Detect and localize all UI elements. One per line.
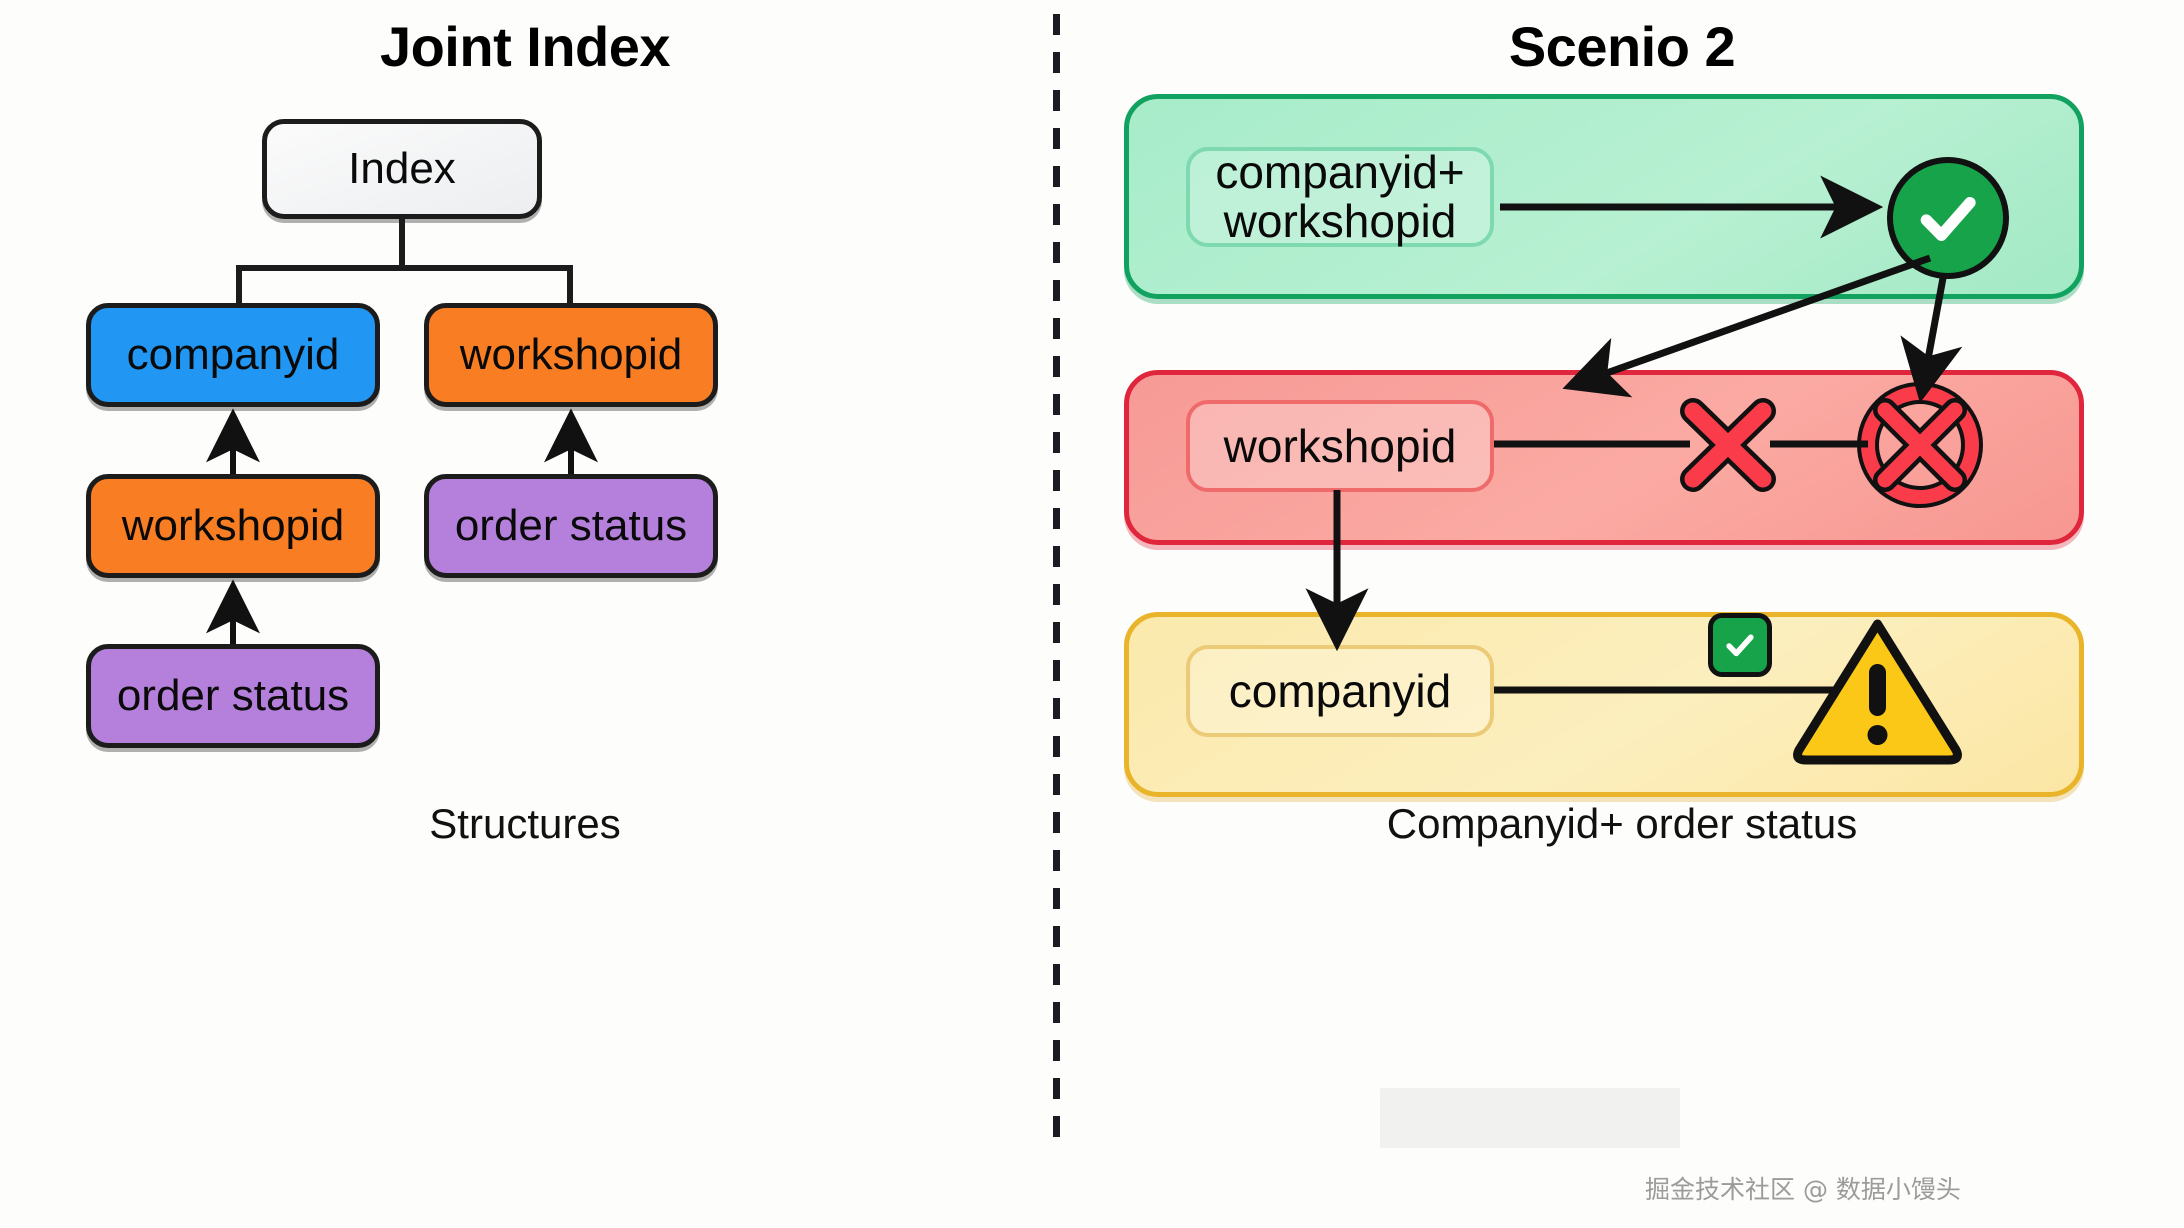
connector-drop-left bbox=[236, 265, 242, 308]
node-index[interactable]: Index bbox=[262, 119, 542, 219]
check-square-icon bbox=[1708, 613, 1772, 677]
node-workshopid-right-label: workshopid bbox=[459, 330, 683, 379]
right-panel-caption: Companyid+ order status bbox=[1386, 800, 1858, 847]
node-workshopid-left-label: workshopid bbox=[121, 501, 345, 550]
node-order-status-left-label: order status bbox=[116, 671, 350, 720]
circle-x-icon bbox=[1857, 382, 1983, 508]
check-circle-icon bbox=[1887, 157, 2009, 279]
connector-index-trunk bbox=[399, 219, 405, 269]
left-panel-caption: Structures bbox=[429, 800, 621, 847]
node-order-status-left[interactable]: order status bbox=[86, 644, 380, 748]
left-panel-title: Joint Index bbox=[379, 15, 671, 78]
chip-companyid-workshopid[interactable]: companyid+ workshopid bbox=[1186, 147, 1494, 247]
node-order-status-right-label: order status bbox=[454, 501, 688, 550]
right-panel-title: Scenio 2 bbox=[1508, 15, 1736, 78]
node-workshopid-right[interactable]: workshopid bbox=[424, 303, 718, 407]
chip-workshopid[interactable]: workshopid bbox=[1186, 400, 1494, 492]
connector-drop-right bbox=[567, 265, 573, 308]
node-companyid-label: companyid bbox=[126, 330, 340, 379]
chip-companyid-label: companyid bbox=[1228, 664, 1452, 717]
x-mark-icon bbox=[1680, 398, 1776, 492]
watermark-text: 掘金技术社区 @ 数据小馒头 bbox=[1645, 1175, 1961, 1204]
chip-companyid[interactable]: companyid bbox=[1186, 645, 1494, 737]
node-companyid[interactable]: companyid bbox=[86, 303, 380, 407]
node-workshopid-left[interactable]: workshopid bbox=[86, 474, 380, 578]
chip-workshopid-label: workshopid bbox=[1223, 419, 1457, 472]
warning-triangle-icon bbox=[1793, 619, 1962, 765]
chip-companyid-workshopid-label: companyid+ workshopid bbox=[1215, 146, 1465, 247]
node-order-status-right[interactable]: order status bbox=[424, 474, 718, 578]
node-index-label: Index bbox=[348, 144, 456, 193]
watermark-plate bbox=[1380, 1088, 1680, 1148]
connector-index-bar bbox=[236, 265, 573, 271]
vertical-dashed-divider bbox=[1053, 14, 1060, 1144]
